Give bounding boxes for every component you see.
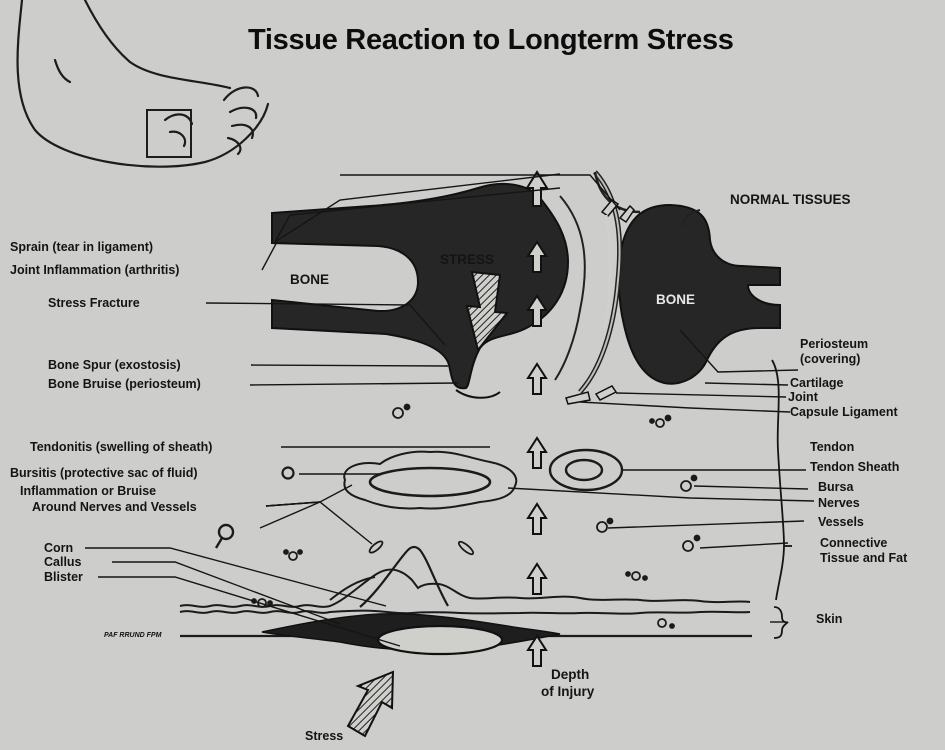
stress-label-bottom: Stress: [305, 730, 343, 743]
bone-joint: [272, 172, 780, 404]
bone-label-left: BONE: [290, 273, 329, 287]
label-nerves: Nerves: [818, 496, 860, 510]
label-corn: Corn: [44, 542, 73, 555]
label-tendon-sheath: Tendon Sheath: [810, 460, 899, 474]
label-callus: Callus: [44, 556, 82, 569]
label-periosteum-line2: (covering): [800, 352, 860, 366]
label-inflammation-line2: Around Nerves and Vessels: [32, 501, 197, 514]
label-capsule-ligament: Capsule Ligament: [790, 405, 898, 419]
label-joint: Joint: [788, 390, 818, 404]
bursa-region: [344, 452, 516, 509]
label-joint-inflammation: Joint Inflammation (arthritis): [10, 264, 179, 277]
tendon-sheath: [550, 450, 622, 490]
label-skin: Skin: [816, 612, 842, 626]
label-inflammation-line1: Inflammation or Bruise: [20, 485, 156, 498]
label-bursitis: Bursitis (protective sac of fluid): [10, 467, 198, 480]
label-cartilage: Cartilage: [790, 376, 844, 390]
stress-arrow-bottom: [348, 672, 393, 736]
foot-sketch: [18, 0, 268, 167]
label-tendonitis: Tendonitis (swelling of sheath): [30, 441, 212, 454]
blister-shape: [378, 626, 502, 654]
label-bursa: Bursa: [818, 480, 853, 494]
artist-credit: PAF RRUND FPM: [104, 632, 161, 639]
label-bone-bruise: Bone Bruise (periosteum): [48, 378, 201, 391]
depth-label-line1: Depth: [551, 668, 589, 682]
bone-label-right: BONE: [656, 293, 695, 307]
label-bone-spur: Bone Spur (exostosis): [48, 359, 181, 372]
depth-label-line2: of Injury: [541, 685, 594, 699]
label-vessels: Vessels: [818, 515, 864, 529]
label-connective-line2: Tissue and Fat: [820, 551, 907, 565]
stress-label-top: STRESS: [440, 253, 494, 267]
label-periosteum-line1: Periosteum: [800, 337, 868, 351]
label-stress-fracture: Stress Fracture: [48, 297, 140, 310]
label-tendon: Tendon: [810, 440, 854, 454]
label-blister: Blister: [44, 571, 83, 584]
bone-right: [619, 205, 780, 384]
label-sprain: Sprain (tear in ligament): [10, 241, 153, 254]
normal-tissues-heading: NORMAL TISSUES: [730, 193, 851, 207]
label-connective-line1: Connective: [820, 536, 887, 550]
page-title: Tissue Reaction to Longterm Stress: [248, 24, 734, 57]
